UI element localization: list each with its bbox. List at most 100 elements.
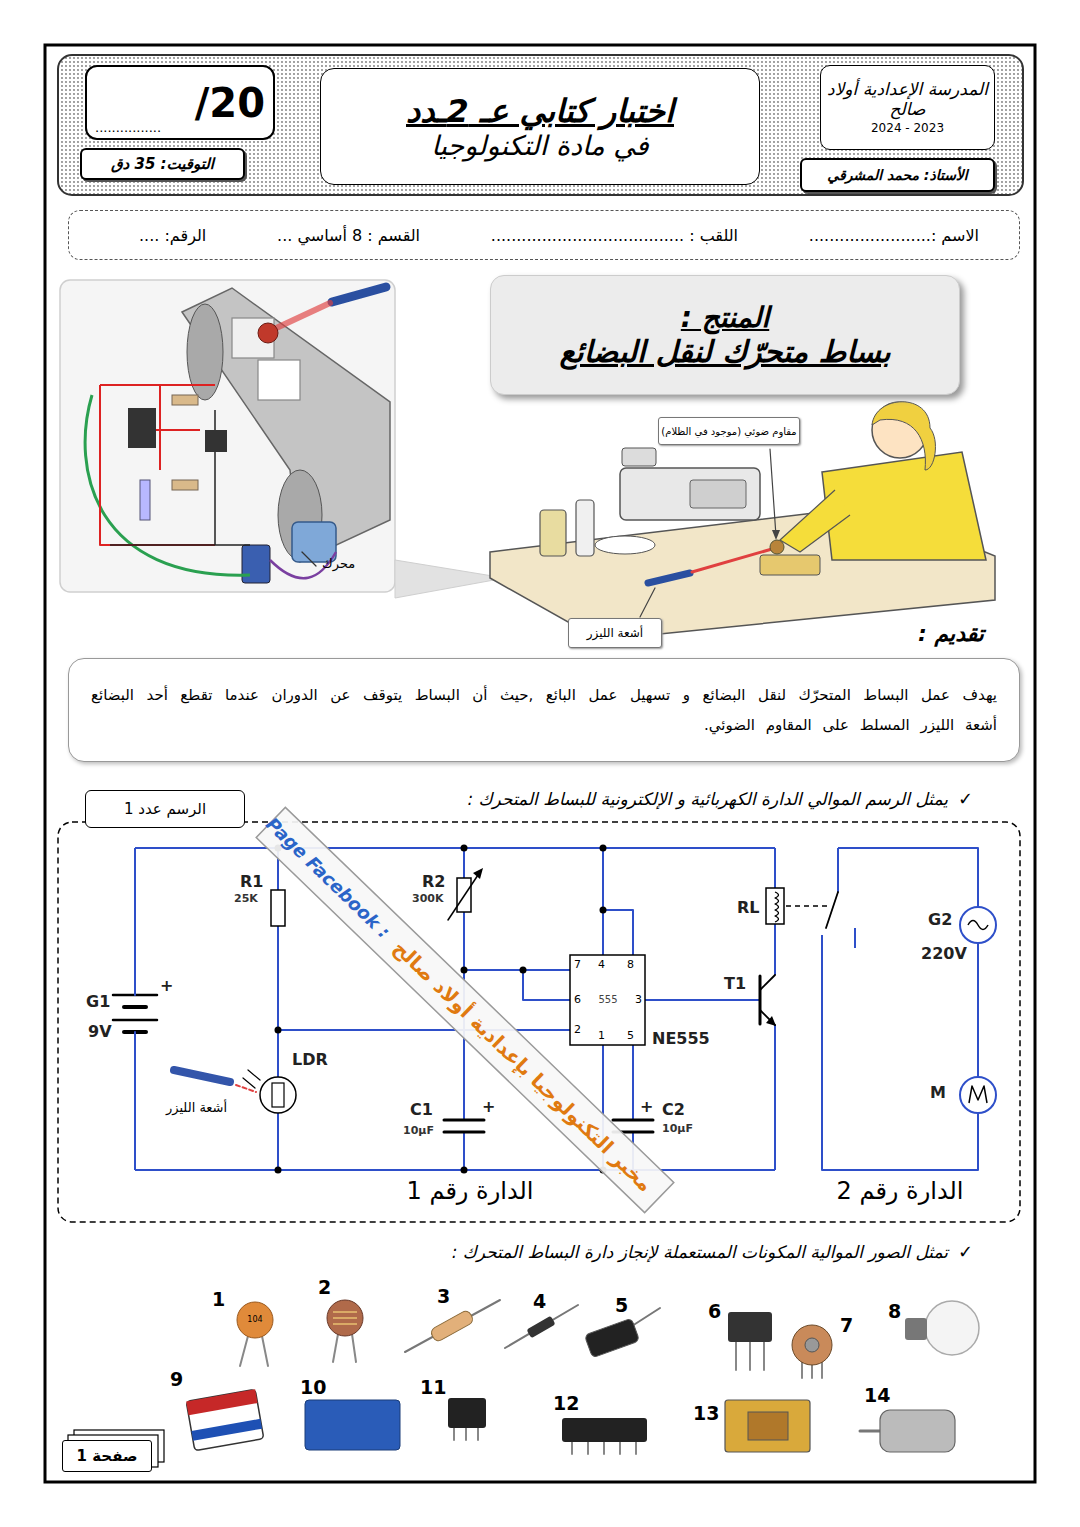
wire (523, 970, 570, 1000)
node-text: يهدف عمل البساط المتحرّك لنقل البضائع و … (91, 680, 997, 740)
ldr-symbol (260, 1077, 296, 1113)
ceramic-capacitor (237, 1302, 273, 1338)
lead (587, 1442, 589, 1454)
lead (240, 1336, 248, 1366)
junction-dot (461, 967, 468, 974)
pin-number: 5 (627, 1029, 634, 1042)
illustration-panel (60, 280, 395, 592)
callout-number: 11 (420, 1376, 446, 1399)
resistor-part (429, 1309, 474, 1343)
node-text: الأستاذ: محمد المشرقي (827, 167, 967, 183)
node-text: /20 (195, 80, 265, 126)
polarity-mark: + (160, 976, 173, 995)
lead (635, 1442, 637, 1454)
callout-number: 12 (553, 1392, 579, 1415)
dc-motor-part (880, 1410, 955, 1452)
resistor-symbol (271, 890, 285, 926)
callout-number: 3 (437, 1285, 450, 1308)
wire (774, 1025, 776, 1170)
part-marking: 104 (247, 1315, 262, 1325)
transistor-part (728, 1312, 772, 1342)
node-text: القسم : 8 أساسي ... (277, 226, 420, 245)
callout-number: 7 (840, 1314, 853, 1337)
node-text: صفحة 1 (77, 1447, 138, 1465)
capacitor-symbol (613, 1119, 653, 1122)
node-text: المنتج : (681, 301, 769, 334)
wire (278, 1029, 570, 1031)
leader-line (640, 588, 655, 617)
relay-coil (775, 892, 779, 922)
junction-dot (275, 1027, 282, 1034)
battery-symbol (124, 1005, 146, 1009)
goods-box (258, 360, 300, 400)
instruction-text: تمثل الصور الموالية المكونات المستعملة ل… (452, 1242, 948, 1262)
laser-pen (174, 1070, 230, 1082)
transformer-part (725, 1400, 810, 1452)
lead (262, 1336, 268, 1366)
electrolytic-capacitor (584, 1318, 639, 1358)
green-wire (85, 395, 250, 575)
light-arrow (248, 1070, 260, 1080)
transistor-arrow (766, 1016, 776, 1026)
ldr-symbol (272, 1083, 284, 1107)
ic-part (562, 1418, 647, 1442)
wire (854, 928, 856, 948)
wire (134, 1032, 136, 1040)
arm (780, 490, 850, 552)
laser-pen (332, 287, 386, 302)
optocoupler-part (448, 1398, 486, 1428)
callout-number: 6 (708, 1300, 721, 1323)
check-mark: ✓ (958, 1241, 973, 1263)
junction-dot (461, 1167, 468, 1174)
lead (749, 1340, 751, 1370)
junction-dot (461, 845, 468, 852)
pin-number: 4 (598, 958, 605, 971)
page-border (45, 45, 1035, 1482)
figure-label-box: الرسم عدد 1 (85, 790, 245, 828)
relay-part (305, 1400, 400, 1450)
lead (477, 1428, 479, 1440)
polarity-mark: + (482, 1097, 495, 1116)
component-value: 10µF (403, 1124, 434, 1137)
resistor-part (172, 480, 198, 490)
ac-source-symbol (968, 921, 988, 930)
bottle (576, 500, 594, 556)
conveyor-illustration (60, 280, 505, 598)
wire (134, 848, 136, 985)
node-text: بساط متحرّك لنقل البضائع (559, 334, 890, 369)
wire (463, 1132, 465, 1170)
node-text: الرسم عدد 1 (124, 800, 206, 818)
wire (632, 1045, 634, 1120)
pin-number: 6 (574, 993, 581, 1006)
callout-number: 9 (170, 1368, 183, 1391)
callout-number: 5 (615, 1294, 628, 1317)
lead (405, 1300, 500, 1352)
component-name: C2 (662, 1100, 685, 1119)
component-name: R1 (240, 872, 263, 891)
ac-source-symbol (960, 907, 996, 943)
ldr-part (333, 1312, 357, 1324)
wire (134, 985, 136, 995)
callout-number: 8 (888, 1300, 901, 1323)
wire (277, 1113, 279, 1170)
pin-number: 2 (574, 1023, 581, 1036)
junction-dot (275, 1167, 282, 1174)
wire (838, 848, 978, 907)
battery-body (186, 1389, 264, 1450)
ic-symbol (570, 955, 645, 1045)
pin-number: 8 (627, 958, 634, 971)
wire (464, 969, 570, 971)
part-name: أشعة الليزر (166, 1100, 227, 1116)
intro-box: تقديم :يهدف عمل البساط المتحرّك لنقل الب… (68, 658, 1020, 762)
node-text: التوقيت: 35 دق (111, 155, 214, 173)
switch-symbol (826, 892, 838, 928)
callout-box: أشعة الليزر (568, 618, 662, 648)
component-name: LDR (292, 1050, 328, 1069)
resistor-part (172, 395, 198, 405)
hair (872, 402, 935, 470)
component-name: NE555 (652, 1029, 710, 1048)
lead (571, 1442, 573, 1454)
lead (763, 1340, 765, 1370)
battery-part (186, 1389, 264, 1450)
